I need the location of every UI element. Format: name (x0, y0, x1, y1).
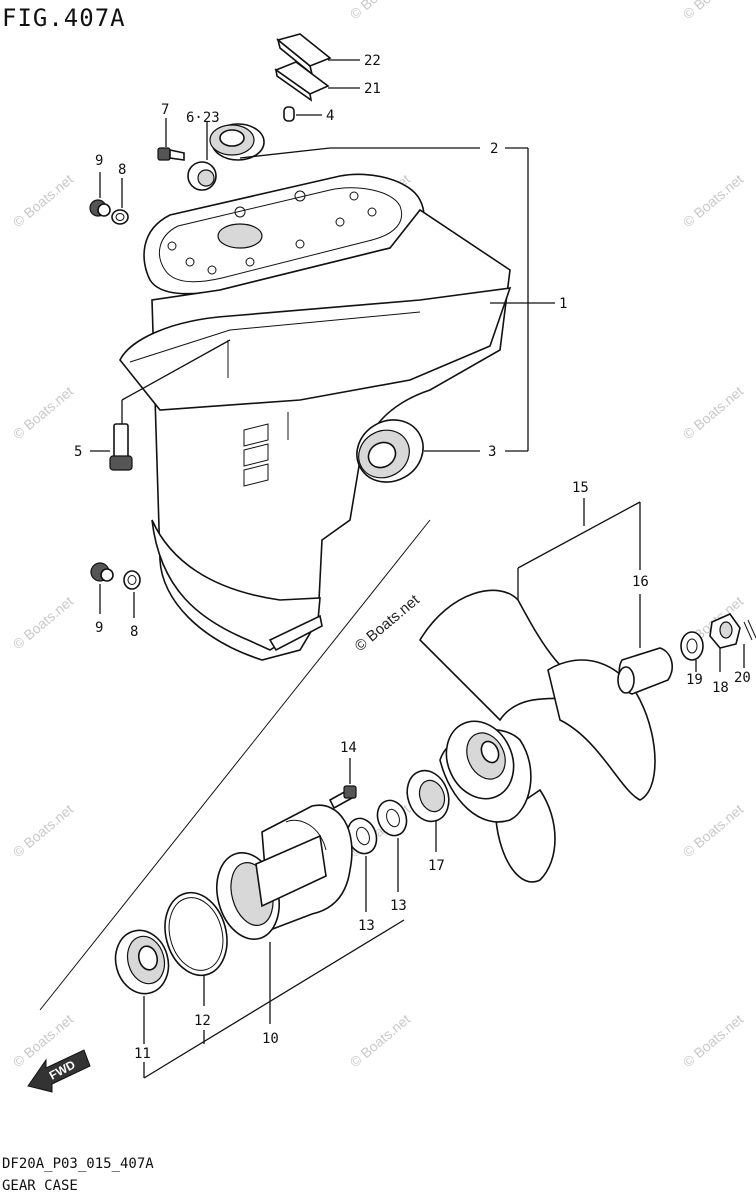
part-12-o-ring[interactable] (156, 886, 236, 983)
callout-8-lower[interactable]: 8 (130, 624, 138, 640)
watermark: © Boats.net (10, 593, 77, 652)
callout-9-lower[interactable]: 9 (95, 620, 103, 636)
callout-20[interactable]: 20 (734, 670, 751, 686)
watermark: © Boats.net (10, 383, 77, 442)
part-3-bearing[interactable] (346, 408, 435, 494)
part-7-bolt[interactable] (157, 147, 185, 161)
callout-3[interactable]: 3 (488, 444, 496, 460)
watermark: © Boats.net (347, 0, 414, 22)
part-8-gasket-lower[interactable] (123, 570, 141, 590)
callout-4[interactable]: 4 (326, 108, 334, 124)
part-13-oil-seal[interactable] (343, 796, 412, 857)
part-18-nut[interactable] (709, 613, 741, 649)
callout-10[interactable]: 10 (262, 1031, 279, 1047)
watermark: © Boats.net (680, 0, 747, 22)
figure-title: FIG.407A (2, 4, 126, 32)
part-14-bolt[interactable] (328, 785, 357, 810)
callout-5[interactable]: 5 (74, 444, 82, 460)
callout-15[interactable]: 15 (572, 480, 589, 496)
callout-6-23[interactable]: 6·23 (186, 110, 220, 126)
callout-14[interactable]: 14 (340, 740, 357, 756)
part-22-spacer[interactable] (276, 33, 332, 77)
callout-12[interactable]: 12 (194, 1013, 211, 1029)
watermark: © Boats.net (10, 801, 77, 860)
callout-22[interactable]: 22 (364, 53, 381, 69)
callout-13-right[interactable]: 13 (390, 898, 407, 914)
part-10-shaft-housing[interactable] (208, 804, 353, 946)
part-16-bushing[interactable] (617, 647, 673, 695)
part-1-gear-case[interactable] (39, 173, 512, 1011)
diagram-code: DF20A_P03_015_407A (2, 1156, 154, 1172)
part-21-spacer[interactable] (274, 61, 330, 102)
part-17-thrust-washer[interactable] (400, 765, 455, 828)
callout-1[interactable]: 1 (559, 296, 567, 312)
part-8-gasket-upper[interactable] (111, 209, 129, 225)
callout-19[interactable]: 19 (686, 672, 703, 688)
callout-11[interactable]: 11 (134, 1046, 151, 1062)
callout-7[interactable]: 7 (161, 102, 169, 118)
part-9-plug-upper[interactable] (89, 199, 111, 217)
part-6-23-bearing[interactable] (187, 123, 265, 191)
callout-16[interactable]: 16 (632, 574, 649, 590)
callout-9-upper[interactable]: 9 (95, 153, 103, 169)
watermark: © Boats.net (347, 1011, 414, 1070)
diagram-caption: GEAR CASE (2, 1178, 78, 1194)
watermark: © Boats.net (680, 1011, 747, 1070)
callout-21[interactable]: 21 (364, 81, 381, 97)
callout-18[interactable]: 18 (712, 680, 729, 696)
part-19-washer[interactable] (680, 631, 704, 661)
callout-2[interactable]: 2 (490, 141, 498, 157)
part-20-cotter-pin[interactable] (743, 619, 756, 641)
watermark: © Boats.net (680, 801, 747, 860)
watermark-center: © Boats.net (352, 591, 424, 655)
part-5-bolt[interactable] (109, 423, 133, 471)
callout-17[interactable]: 17 (428, 858, 445, 874)
callout-13-left[interactable]: 13 (358, 918, 375, 934)
fwd-arrow-icon: FWD (27, 1049, 91, 1093)
part-4-pin[interactable] (283, 106, 295, 122)
part-9-plug-lower[interactable] (90, 562, 114, 582)
watermark: © Boats.net (10, 171, 77, 230)
watermark: © Boats.net (680, 171, 747, 230)
callout-8-upper[interactable]: 8 (118, 162, 126, 178)
part-11-bearing[interactable] (109, 924, 176, 999)
watermark: © Boats.net (680, 383, 747, 442)
part-15-propeller[interactable] (418, 589, 656, 883)
